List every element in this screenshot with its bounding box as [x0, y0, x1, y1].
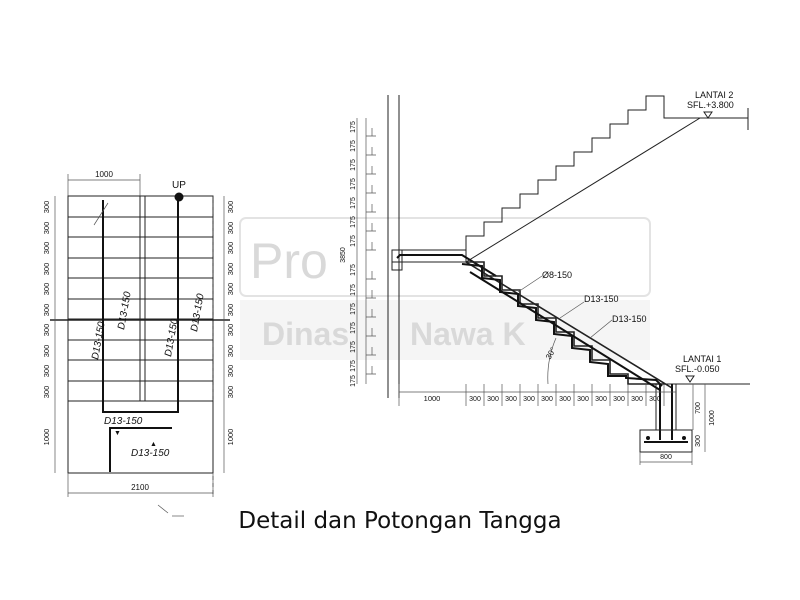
plan-left-dims: 300 300 300 300 300 300 300 300 300 300 … — [42, 201, 51, 446]
watermark-text-2: Dinas — [262, 316, 349, 352]
svg-text:300: 300 — [505, 396, 517, 403]
section-rebar-label-2: D13-150 — [584, 294, 619, 304]
svg-text:1000: 1000 — [226, 429, 235, 446]
watermark: Pro Dinas Nawa K — [239, 217, 651, 360]
svg-text:300: 300 — [595, 396, 607, 403]
plan-rebar-label-4: D13-150 — [189, 292, 207, 332]
floor-top-name: LANTAI 2 — [695, 90, 733, 100]
svg-text:175: 175 — [350, 178, 357, 190]
lower-flight-rebar — [461, 263, 663, 387]
svg-text:175: 175 — [350, 216, 357, 228]
plan-rebar-label-2: D13-150 — [116, 290, 134, 330]
svg-text:300: 300 — [42, 222, 51, 235]
plan-rebar-marker-2: ▲ — [150, 441, 157, 448]
svg-text:300: 300 — [42, 283, 51, 296]
svg-text:300: 300 — [487, 396, 499, 403]
upper-flight-steps — [399, 95, 748, 251]
svg-text:300: 300 — [226, 324, 235, 337]
svg-text:300: 300 — [541, 396, 553, 403]
plan-rebar-marker-1: ▼ — [114, 430, 121, 437]
plan-treads — [50, 216, 230, 382]
section-riser-ticks — [366, 128, 376, 375]
section-rebar-label-3: D13-150 — [612, 314, 647, 324]
footing-width: 800 — [660, 454, 672, 461]
floor-bottom-name: LANTAI 1 — [683, 354, 721, 364]
svg-text:175: 175 — [350, 341, 357, 353]
watermark-text-1: Pro — [250, 233, 328, 289]
floor-top-level: SFL.+3.800 — [687, 100, 734, 110]
caption: Detail dan Potongan Tangga — [238, 508, 562, 534]
section-riser-dims: 175 175 175 175 175 175 175 175 175 175 … — [350, 121, 357, 387]
svg-text:175: 175 — [350, 303, 357, 315]
section-landing-width: 1000 — [424, 394, 441, 403]
svg-text:300: 300 — [577, 396, 589, 403]
svg-text:300: 300 — [226, 201, 235, 214]
svg-text:300: 300 — [226, 345, 235, 358]
svg-text:300: 300 — [42, 324, 51, 337]
up-marker-icon — [174, 192, 184, 202]
plan-width-total: 2100 — [131, 483, 149, 492]
section-rebar-label-1: Ø8-150 — [542, 270, 572, 280]
svg-text:300: 300 — [42, 201, 51, 214]
plan-width-top: 1000 — [95, 170, 113, 179]
footing-depth-2: 1000 — [709, 410, 716, 426]
svg-text:300: 300 — [613, 396, 625, 403]
svg-text:300: 300 — [42, 242, 51, 255]
svg-text:175: 175 — [350, 197, 357, 209]
footing-depth-1: 700 — [695, 402, 702, 414]
svg-text:175: 175 — [350, 235, 357, 247]
svg-text:300: 300 — [226, 283, 235, 296]
svg-text:300: 300 — [559, 396, 571, 403]
svg-text:300: 300 — [42, 386, 51, 399]
plan-up-label: UP — [172, 180, 186, 191]
section-total-height: 3850 — [340, 247, 347, 263]
svg-text:175: 175 — [350, 159, 357, 171]
svg-text:300: 300 — [226, 242, 235, 255]
svg-text:300: 300 — [523, 396, 535, 403]
svg-text:300: 300 — [42, 345, 51, 358]
plan-right-dims: 300 300 300 300 300 300 300 300 300 300 … — [226, 201, 235, 446]
svg-text:300: 300 — [631, 396, 643, 403]
svg-text:175: 175 — [350, 264, 357, 276]
svg-text:175: 175 — [350, 284, 357, 296]
svg-text:300: 300 — [649, 396, 661, 403]
svg-text:300: 300 — [226, 222, 235, 235]
stair-section: 175 175 175 175 175 175 175 175 175 175 … — [340, 90, 750, 465]
svg-text:300: 300 — [226, 386, 235, 399]
svg-text:300: 300 — [226, 263, 235, 276]
svg-text:300: 300 — [42, 304, 51, 317]
svg-text:1000: 1000 — [42, 429, 51, 446]
footing-depth-3: 300 — [695, 435, 702, 447]
plan-rebar-label-5: D13-150 — [104, 416, 143, 427]
watermark-text-3: Nawa K — [410, 316, 526, 352]
svg-text:175: 175 — [350, 360, 357, 372]
svg-text:175: 175 — [350, 121, 357, 133]
floor-bottom-level: SFL.-0.050 — [675, 364, 720, 374]
plan-rebar-label-6: D13-150 — [131, 448, 170, 459]
section-tread-dims: 300 300 300 300 300 300 300 300 300 300 … — [469, 396, 661, 403]
svg-text:300: 300 — [42, 263, 51, 276]
svg-text:300: 300 — [42, 365, 51, 378]
stair-plan: 1000 UP D13-150 D13 — [42, 170, 235, 517]
svg-text:300: 300 — [469, 396, 481, 403]
svg-text:300: 300 — [226, 304, 235, 317]
svg-text:175: 175 — [350, 140, 357, 152]
svg-text:175: 175 — [350, 375, 357, 387]
svg-text:300: 300 — [226, 365, 235, 378]
section-bottom-dim-ticks — [398, 384, 665, 406]
svg-text:175: 175 — [350, 322, 357, 334]
